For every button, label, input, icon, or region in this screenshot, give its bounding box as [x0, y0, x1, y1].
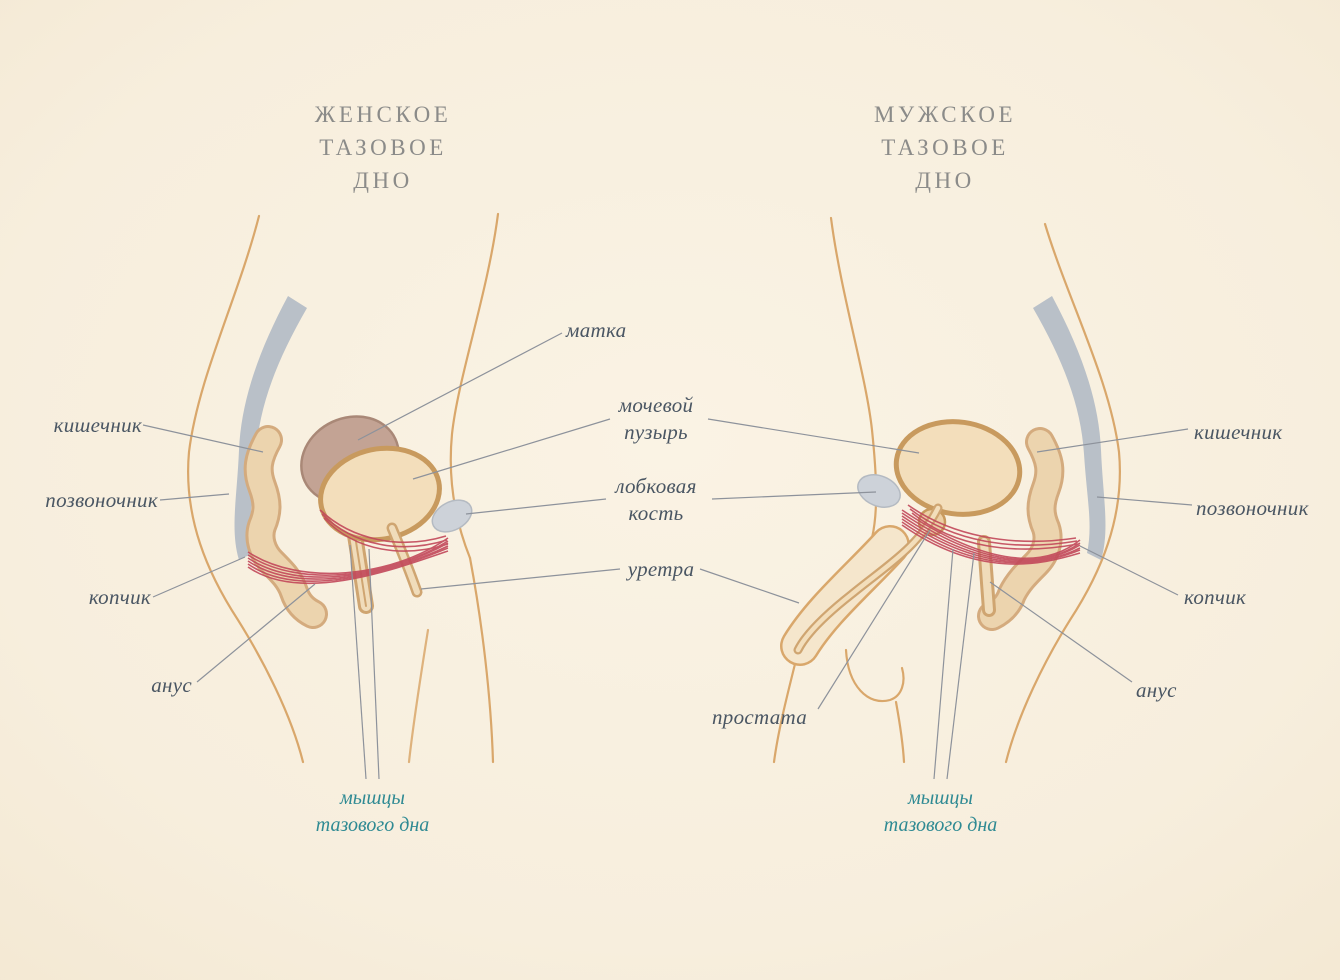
leader-bladder-right [707, 418, 920, 454]
leader-female-coccyx [152, 556, 246, 598]
leader-female-anus [196, 583, 316, 683]
leader-male-muscles-2 [946, 552, 975, 780]
label-female-intestine: кишечник [53, 413, 142, 437]
female-diagram-title: ЖЕНСКОЕ ТАЗОВОЕ ДНО [303, 98, 463, 197]
leader-uterus [357, 332, 563, 441]
leader-female-spine [159, 493, 230, 501]
leader-urethra-right [699, 568, 800, 604]
label-female-coccyx: копчик [88, 585, 151, 609]
male-bladder-shape [893, 419, 1023, 517]
female-title-line1: ЖЕНСКОЕ [314, 102, 452, 127]
leader-female-muscles-1 [349, 544, 367, 780]
female-title-line3: ДНО [353, 168, 413, 193]
label-male-anus: анус [1136, 678, 1177, 702]
label-bladder-line2: пузырь [624, 420, 688, 444]
label-female-spine: позвоночник [45, 488, 158, 512]
label-bladder: мочевой пузырь [610, 392, 702, 446]
label-uterus: матка [566, 318, 627, 342]
leader-male-spine [1096, 496, 1193, 506]
leader-prostate [817, 529, 931, 710]
leader-female-muscles-2 [368, 548, 380, 780]
label-pubic-bone-line1: лобковая [615, 474, 697, 498]
leader-male-intestine [1036, 428, 1189, 453]
male-diagram-title: МУЖСКОЕ ТАЗОВОЕ ДНО [865, 98, 1025, 197]
label-bladder-line1: мочевой [618, 393, 694, 417]
female-figure [187, 212, 500, 764]
male-body-outline [772, 216, 1121, 764]
label-male-muscles-line1: мышцы [908, 787, 973, 809]
leader-pubic-right [711, 491, 877, 500]
male-title-line2: ТАЗОВОЕ [881, 135, 1009, 160]
leader-female-intestine [142, 424, 264, 453]
label-prostate: простата [712, 705, 808, 729]
label-pubic-bone-line2: кость [628, 501, 684, 525]
male-spine-shape [1033, 296, 1106, 560]
female-bladder-shape [318, 445, 442, 543]
female-intestine-shape [243, 425, 328, 629]
label-female-muscles-line2: тазового дна [315, 814, 430, 836]
leader-male-coccyx [1079, 545, 1179, 596]
label-female-anus: анус [151, 673, 192, 697]
label-male-spine: позвоночник [1196, 496, 1309, 520]
female-pubic-bone-shape [431, 499, 473, 533]
label-female-muscles-line1: мышцы [340, 787, 405, 809]
label-male-intestine: кишечник [1194, 420, 1283, 444]
male-pubic-bone-shape [857, 474, 901, 508]
female-title-line2: ТАЗОВОЕ [319, 135, 447, 160]
label-urethra: уретра [627, 557, 695, 581]
male-figure [772, 216, 1121, 764]
female-pelvic-floor-muscles-shape [247, 509, 449, 585]
leader-male-anus [989, 581, 1133, 683]
leader-urethra-left [420, 568, 621, 590]
leader-male-muscles-1 [933, 548, 954, 780]
male-title-line3: ДНО [915, 168, 975, 193]
female-spine-shape [234, 296, 307, 560]
leader-pubic-left [465, 498, 607, 515]
label-female-pelvic-floor-muscles: мышцы тазового дна [300, 785, 445, 839]
leader-bladder-left [412, 418, 611, 480]
label-male-muscles-line2: тазового дна [883, 814, 998, 836]
male-pelvic-floor-muscles-shape [901, 504, 1081, 565]
leader-lines [142, 332, 1193, 780]
label-pubic-bone: лобковая кость [610, 473, 702, 527]
label-male-pelvic-floor-muscles: мышцы тазового дна [868, 785, 1013, 839]
male-title-line1: МУЖСКОЕ [873, 102, 1017, 127]
label-male-coccyx: копчик [1184, 585, 1247, 609]
